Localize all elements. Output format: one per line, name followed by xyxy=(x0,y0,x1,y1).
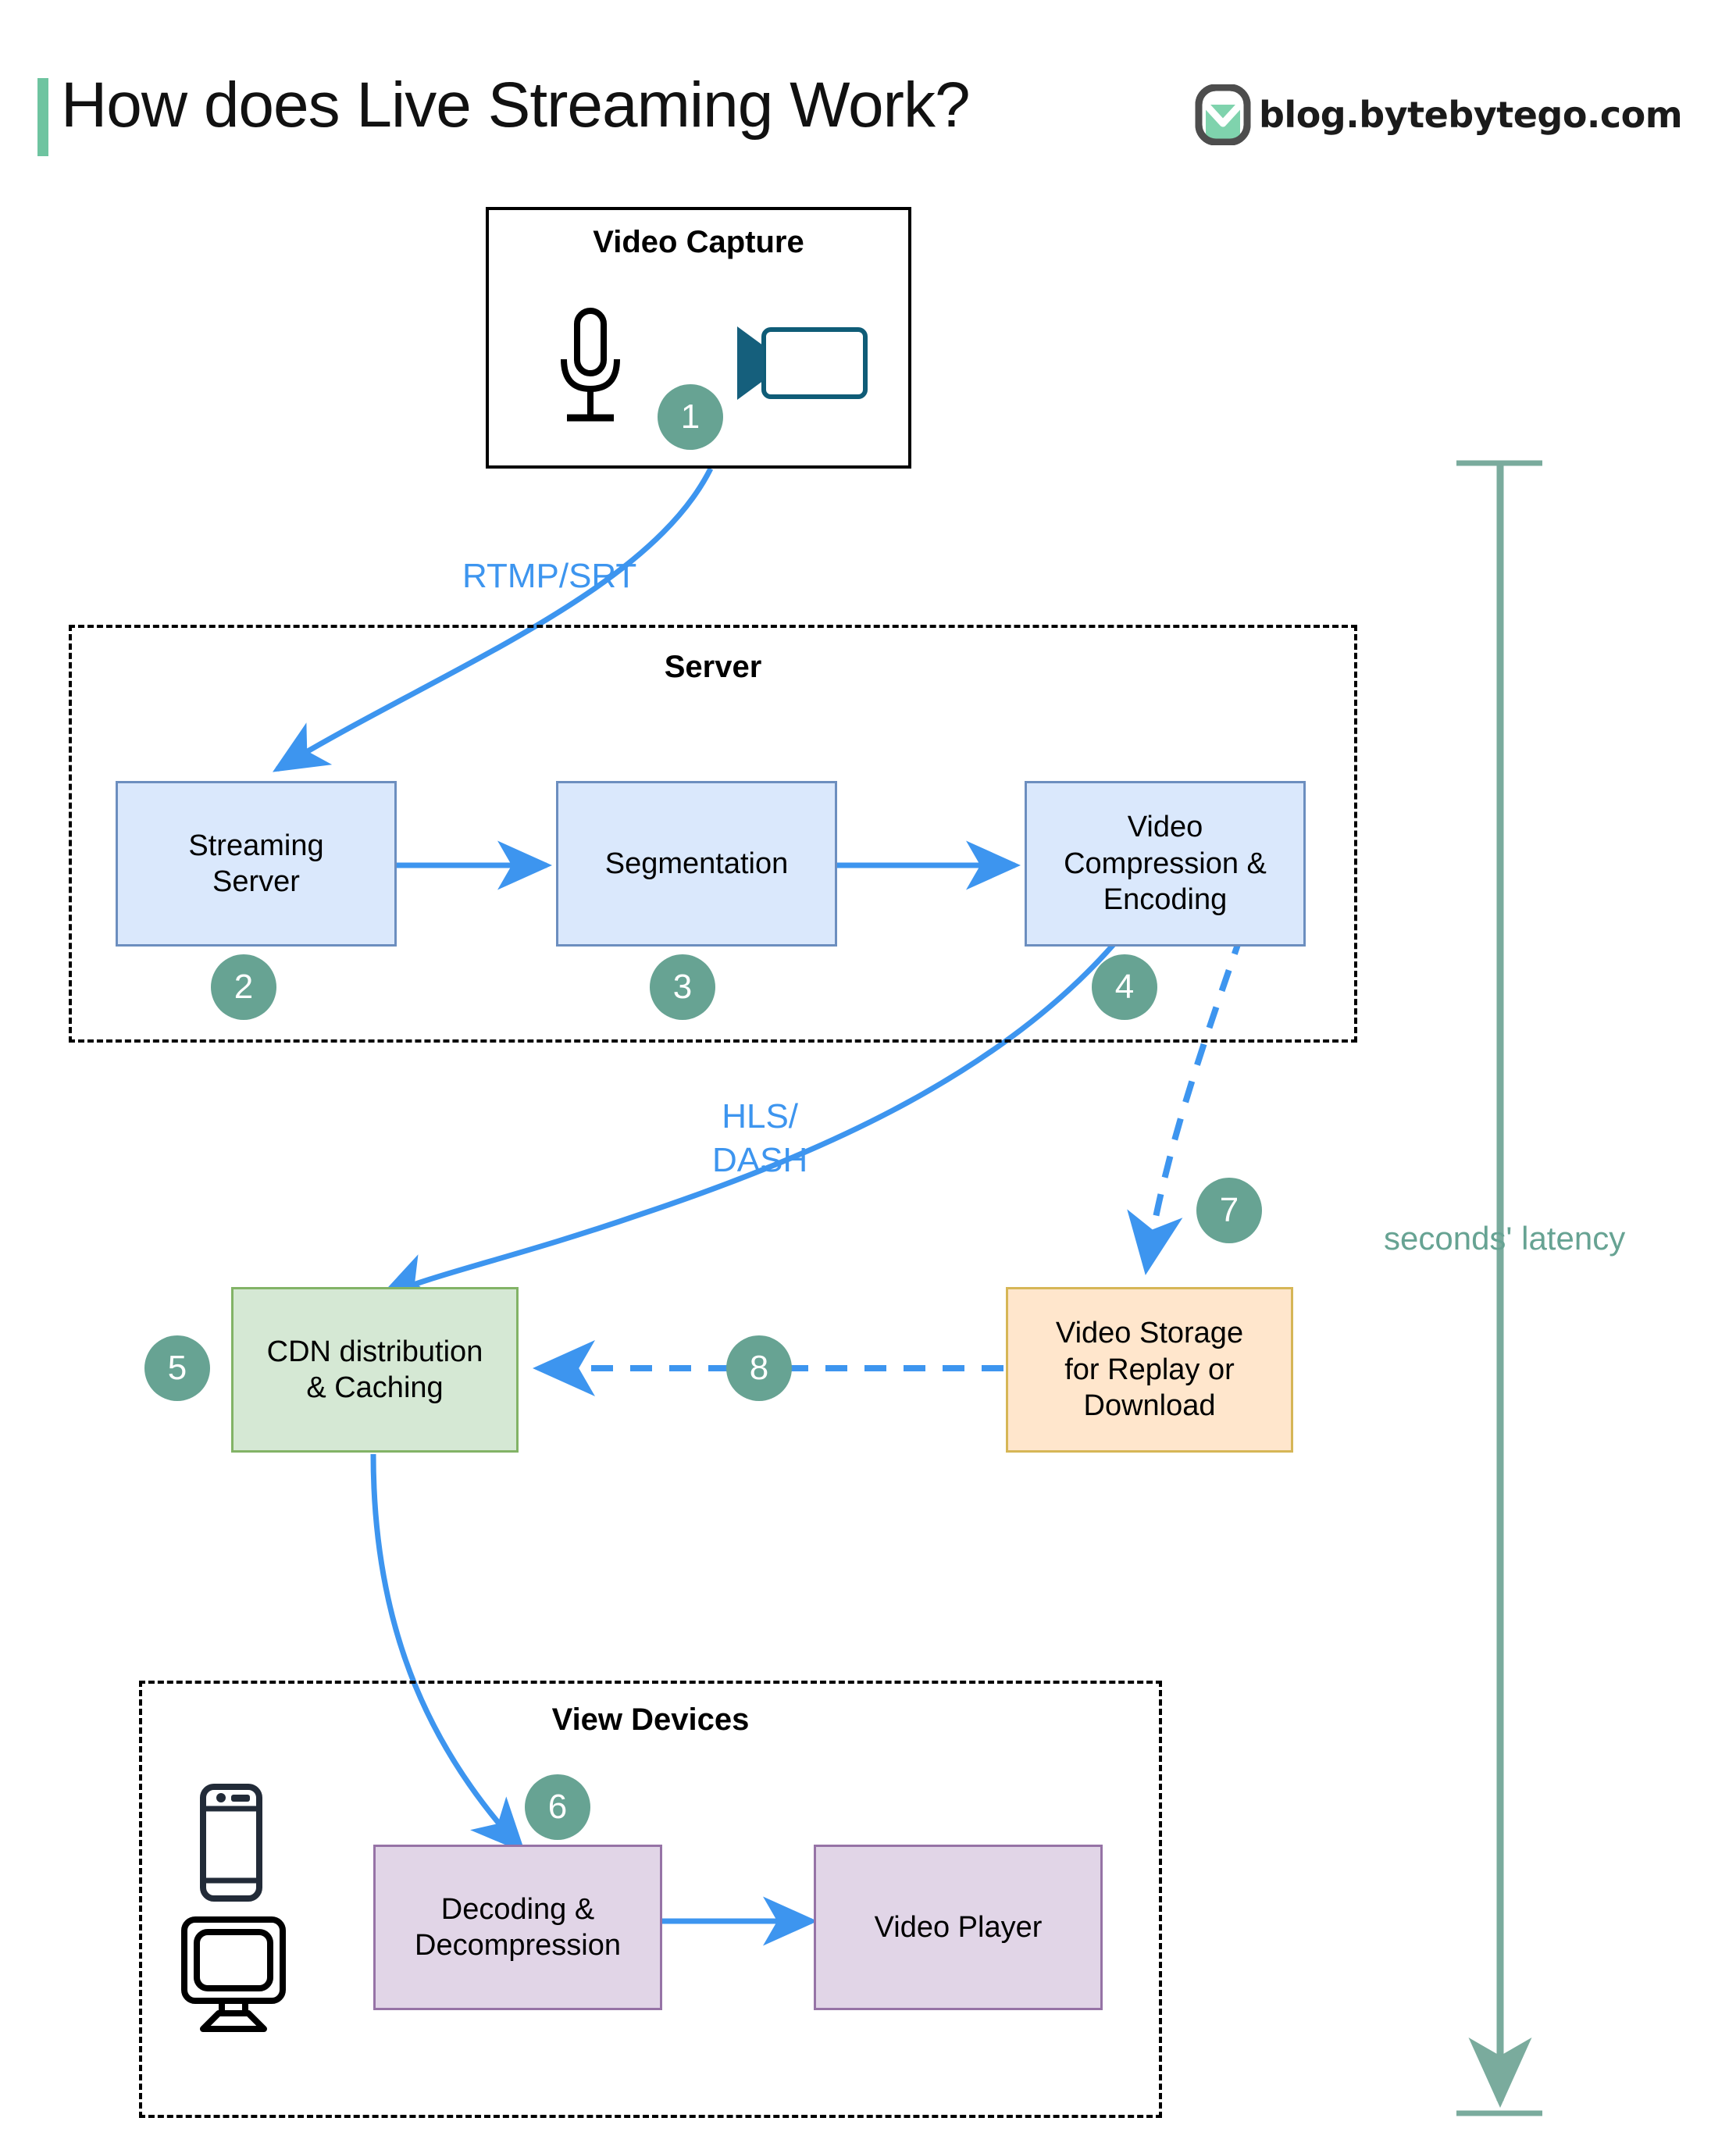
step-badge-3: 3 xyxy=(650,954,715,1020)
node-decoding-label: Decoding & Decompression xyxy=(415,1892,621,1962)
view-devices-container xyxy=(139,1681,1162,2118)
camcorder-icon xyxy=(737,326,868,400)
node-cdn-distribution[interactable]: CDN distribution & Caching xyxy=(231,1287,519,1453)
step-badge-8: 8 xyxy=(726,1335,792,1401)
step-badge-5: 5 xyxy=(144,1335,210,1401)
smartphone-icon xyxy=(200,1784,262,1902)
step-badge-2: 2 xyxy=(211,954,276,1020)
node-video-player-label: Video Player xyxy=(874,1910,1043,1944)
node-video-compression-label: Video Compression & Encoding xyxy=(1064,811,1267,917)
node-video-player[interactable]: Video Player xyxy=(814,1845,1103,2010)
step-badge-1: 1 xyxy=(658,384,723,450)
page-header: How does Live Streaming Work? blog.byteb… xyxy=(0,31,1736,156)
step-badge-7: 7 xyxy=(1196,1178,1262,1243)
latency-bracket xyxy=(1456,460,1542,2116)
node-decoding-decompression[interactable]: Decoding & Decompression xyxy=(373,1845,662,2010)
node-cdn-label: CDN distribution & Caching xyxy=(266,1335,483,1404)
edge-label-hls-dash: HLS/ DASH xyxy=(712,1097,808,1180)
node-streaming-server[interactable]: Streaming Server xyxy=(116,781,397,947)
node-video-storage[interactable]: Video Storage for Replay or Download xyxy=(1006,1287,1293,1453)
brand-block: blog.bytebytego.com xyxy=(1195,84,1683,145)
video-capture-container xyxy=(486,207,911,469)
server-title: Server xyxy=(664,650,762,684)
brand-url-text: blog.bytebytego.com xyxy=(1259,94,1683,136)
edge-label-rtmp-srt: RTMP/SRT xyxy=(462,557,637,595)
title-accent-bar xyxy=(37,78,48,156)
node-segmentation[interactable]: Segmentation xyxy=(556,781,837,947)
monitor-icon xyxy=(181,1916,286,2032)
microphone-icon xyxy=(561,308,620,422)
video-capture-title: Video Capture xyxy=(593,225,804,259)
latency-annotation-label: seconds' latency xyxy=(1384,1220,1626,1257)
view-devices-title: View Devices xyxy=(551,1702,750,1737)
node-streaming-server-label: Streaming Server xyxy=(188,829,324,898)
node-segmentation-label: Segmentation xyxy=(604,847,789,880)
server-container xyxy=(69,625,1357,1043)
node-video-compression[interactable]: Video Compression & Encoding xyxy=(1025,781,1306,947)
page-title: How does Live Streaming Work? xyxy=(61,70,971,141)
node-video-storage-label: Video Storage for Replay or Download xyxy=(1055,1317,1244,1423)
bytebytego-logo-icon xyxy=(1195,84,1251,145)
step-badge-4: 4 xyxy=(1092,954,1157,1020)
step-badge-6: 6 xyxy=(525,1774,590,1840)
